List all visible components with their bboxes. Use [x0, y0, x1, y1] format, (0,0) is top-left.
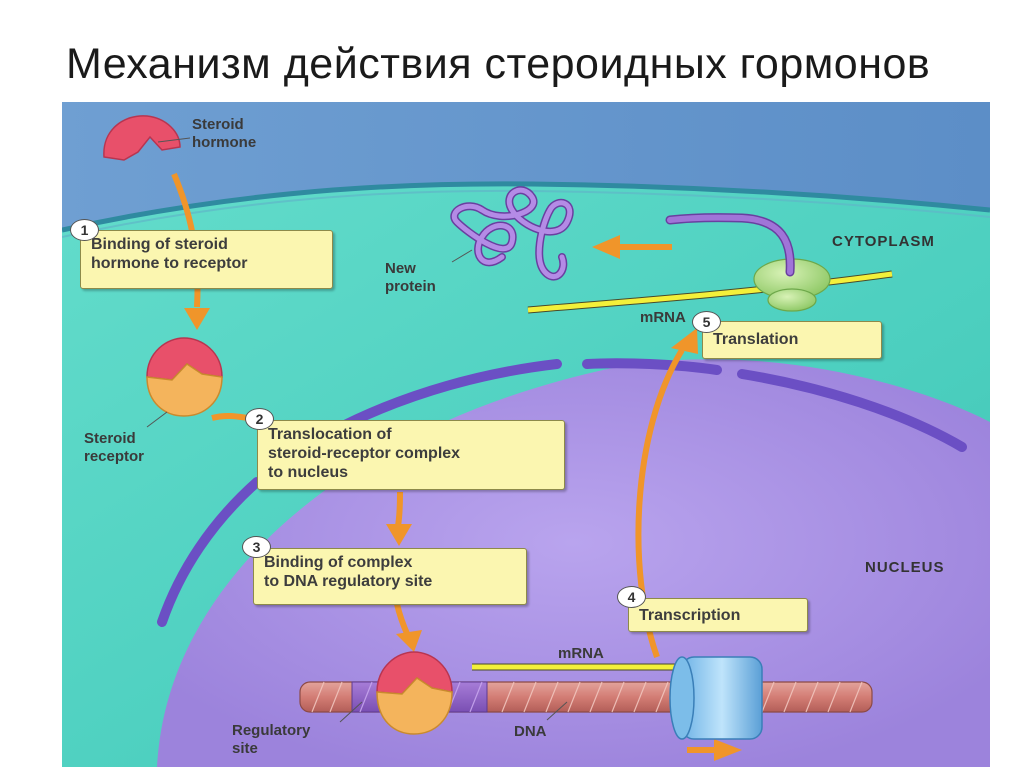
- new-protein-label: New protein: [385, 260, 436, 296]
- slide-title: Механизм действия стероидных гормонов: [66, 40, 931, 88]
- bound-complex: [376, 651, 453, 735]
- step-1-box: Binding of steroid hormone to receptor: [80, 230, 333, 289]
- step-4-line1: Transcription: [639, 607, 741, 624]
- nucleus-region: [157, 359, 990, 767]
- step-4-box: Transcription: [628, 598, 808, 632]
- mrna-nucleus-label: mRNA: [558, 645, 604, 662]
- step-3-line2: to DNA regulatory site: [264, 573, 433, 590]
- step-2-line2: steroid-receptor complex: [268, 445, 461, 462]
- steroid-receptor-complex: [146, 337, 223, 417]
- step-3-line1: Binding of complex: [264, 554, 413, 571]
- regulatory-site-label-line2: site: [232, 740, 258, 757]
- step-2-box: Translocation of steroid-receptor comple…: [257, 420, 565, 490]
- mrna-cytoplasm-label: mRNA: [640, 309, 686, 326]
- step-1-line2: hormone to receptor: [91, 255, 248, 272]
- step-2-line3: to nucleus: [268, 464, 349, 481]
- steroid-hormone-label-line1: Steroid: [192, 116, 244, 133]
- new-protein-label-line1: New: [385, 260, 416, 277]
- step-3-box: Binding of complex to DNA regulatory sit…: [253, 548, 527, 605]
- steroid-hormone-shape: [103, 115, 181, 161]
- step-4-number: 4: [617, 586, 646, 608]
- plasma-membrane: [62, 181, 990, 233]
- step-1-number: 1: [70, 219, 99, 241]
- regulatory-site-label: Regulatory site: [232, 722, 310, 758]
- regulatory-site-label-line1: Regulatory: [232, 722, 311, 739]
- nucleus-label: NUCLEUS: [865, 559, 945, 576]
- rna-polymerase: [669, 656, 763, 740]
- step-5-line1: Translation: [713, 331, 799, 348]
- new-protein-label-line2: protein: [385, 278, 436, 295]
- steroid-receptor-label-line2: receptor: [84, 448, 145, 465]
- step-5-box: Translation: [702, 321, 882, 359]
- step-1-line1: Binding of steroid: [91, 236, 228, 253]
- steroid-receptor-label: Steroid receptor: [84, 430, 144, 466]
- step-2-number: 2: [245, 408, 274, 430]
- step-5-number: 5: [692, 311, 721, 333]
- steroid-receptor-label-line1: Steroid: [84, 430, 136, 447]
- new-protein-shape: [450, 186, 574, 281]
- step-3-number: 3: [242, 536, 271, 558]
- steroid-mechanism-diagram: Steroid hormone CYTOPLASM NUCLEUS New pr…: [62, 102, 990, 767]
- steroid-hormone-label: Steroid hormone: [192, 116, 256, 152]
- dna-label: DNA: [514, 723, 547, 740]
- steroid-hormone-label-line2: hormone: [192, 134, 257, 151]
- cytoplasm-label: CYTOPLASM: [832, 233, 935, 250]
- step-2-line1: Translocation of: [268, 426, 392, 443]
- ribosome: [753, 258, 831, 312]
